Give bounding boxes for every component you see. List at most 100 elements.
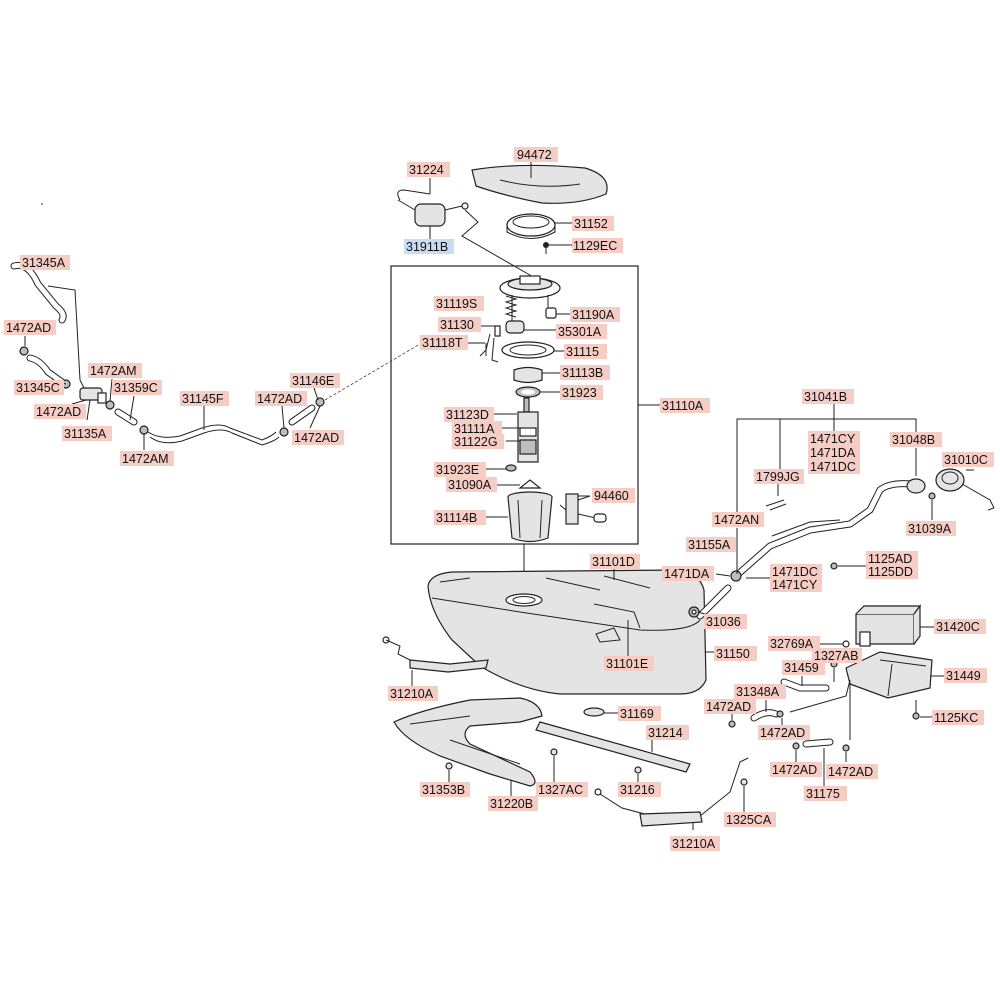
svg-text:1472AN: 1472AN xyxy=(714,513,759,527)
svg-text:31175: 31175 xyxy=(806,787,840,801)
fuel-cap-31010C xyxy=(935,468,995,511)
label-31101E: 31101E xyxy=(604,656,654,671)
label-31210A-left: 31210A xyxy=(388,686,438,701)
svg-text:32769A: 32769A xyxy=(770,637,814,651)
spring-31119S xyxy=(504,295,518,318)
svg-text:1472AD: 1472AD xyxy=(772,763,817,777)
parts-artwork xyxy=(10,162,995,830)
label-31036: 31036 xyxy=(704,614,747,629)
lock-ring-31152 xyxy=(506,213,556,239)
svg-text:31190A: 31190A xyxy=(572,308,615,322)
svg-text:1472AD: 1472AD xyxy=(760,726,805,740)
svg-text:1471CY: 1471CY xyxy=(810,432,856,446)
svg-text:31216: 31216 xyxy=(620,783,655,797)
screw-1129EC xyxy=(543,242,549,254)
label-1471DC-a: 1471DC xyxy=(808,459,860,474)
label-1325CA: 1325CA xyxy=(724,812,776,827)
label-1471DA-a: 1471DA xyxy=(808,445,860,460)
svg-text:31923: 31923 xyxy=(562,386,597,400)
label-31420C: 31420C xyxy=(934,619,986,634)
label-31190A: 31190A xyxy=(570,307,620,322)
svg-text:1472AD: 1472AD xyxy=(257,392,302,406)
label-31010C: 31010C xyxy=(942,452,994,467)
label-31048B: 31048B xyxy=(890,432,942,447)
fuel-line-assembly-left xyxy=(10,261,325,446)
label-1472AD-c: 1472AD xyxy=(255,391,307,406)
label-1472AM-b: 1472AM xyxy=(120,451,174,466)
svg-text:1472AD: 1472AD xyxy=(294,431,339,445)
svg-text:31010C: 31010C xyxy=(944,453,988,467)
label-31146E: 31146E xyxy=(290,373,340,388)
svg-text:31135A: 31135A xyxy=(64,427,107,441)
svg-text:31048B: 31048B xyxy=(892,433,935,447)
svg-text:31210A: 31210A xyxy=(390,687,434,701)
svg-text:35301A: 35301A xyxy=(558,325,602,339)
svg-text:31146E: 31146E xyxy=(292,374,334,388)
label-1472AD-g: 1472AD xyxy=(770,762,822,777)
label-1472AD-f: 1472AD xyxy=(758,725,810,740)
svg-text:94460: 94460 xyxy=(594,489,629,503)
label-1471CY-b: 1471CY xyxy=(770,577,822,592)
svg-text:31145F: 31145F xyxy=(182,392,224,406)
svg-text:1129EC: 1129EC xyxy=(573,239,617,253)
svg-text:31101D: 31101D xyxy=(592,555,635,569)
label-31353B: 31353B xyxy=(420,782,470,797)
svg-text:1471DC: 1471DC xyxy=(772,565,818,579)
label-31155A: 31155A xyxy=(686,537,736,552)
label-31145F: 31145F xyxy=(180,391,229,406)
label-31122G: 31122G xyxy=(452,434,504,449)
svg-text:31119S: 31119S xyxy=(436,297,477,311)
svg-text:31113B: 31113B xyxy=(562,366,603,380)
svg-text:1471DA: 1471DA xyxy=(810,446,856,460)
svg-text:1125KC: 1125KC xyxy=(934,711,978,725)
svg-text:31111A: 31111A xyxy=(454,422,495,436)
svg-text:94472: 94472 xyxy=(517,148,552,162)
label-31113B: 31113B xyxy=(560,365,610,380)
label-31039A: 31039A xyxy=(906,521,956,536)
svg-text:31210A: 31210A xyxy=(672,837,716,851)
label-31090A: 31090A xyxy=(446,477,497,492)
svg-text:31110A: 31110A xyxy=(662,399,704,413)
label-31210A-right: 31210A xyxy=(670,836,720,851)
label-31345C: 31345C xyxy=(14,380,64,395)
svg-text:1325CA: 1325CA xyxy=(726,813,772,827)
label-31110A: 31110A xyxy=(660,398,710,413)
svg-text:31348A: 31348A xyxy=(736,685,780,699)
svg-text:31041B: 31041B xyxy=(804,390,847,404)
svg-text:31353B: 31353B xyxy=(422,783,465,797)
label-31115: 31115 xyxy=(564,344,607,359)
tank-strap-31210A-right xyxy=(594,757,749,827)
label-31152: 31152 xyxy=(572,216,614,231)
svg-text:1472AM: 1472AM xyxy=(122,452,169,466)
svg-text:1799JG: 1799JG xyxy=(756,470,800,484)
label-31114B: 31114B xyxy=(434,510,486,525)
label-31123D: 31123D xyxy=(444,407,494,422)
label-35301A: 35301A xyxy=(556,324,607,339)
svg-text:31359C: 31359C xyxy=(114,381,158,395)
svg-text:1125AD: 1125AD xyxy=(868,552,912,566)
svg-text:1471DC: 1471DC xyxy=(810,460,856,474)
svg-text:31449: 31449 xyxy=(946,669,981,683)
svg-text:31152: 31152 xyxy=(574,217,608,231)
svg-text:31118T: 31118T xyxy=(422,336,463,350)
canister-bracket-31449 xyxy=(845,651,933,699)
svg-text:31115: 31115 xyxy=(566,345,599,359)
label-31130: 31130 xyxy=(438,317,481,332)
label-1471CY-a: 1471CY xyxy=(808,431,860,446)
label-1472AN: 1472AN xyxy=(712,512,764,527)
svg-text:31155A: 31155A xyxy=(688,538,731,552)
label-1472AD-h: 1472AD xyxy=(826,764,878,779)
svg-text:31345C: 31345C xyxy=(16,381,60,395)
svg-text:1472AD: 1472AD xyxy=(828,765,873,779)
label-1472AD-e: 1472AD xyxy=(704,699,756,714)
svg-text:31150: 31150 xyxy=(716,647,750,661)
label-31923: 31923 xyxy=(560,385,603,400)
svg-text:31101E: 31101E xyxy=(606,657,648,671)
label-31345A: 31345A xyxy=(20,255,70,270)
label-31101D: 31101D xyxy=(590,554,640,569)
fuel-pump-motor xyxy=(517,397,539,463)
svg-text:1472AD: 1472AD xyxy=(706,700,751,714)
label-31150: 31150 xyxy=(714,646,757,661)
svg-text:31114B: 31114B xyxy=(436,511,477,525)
